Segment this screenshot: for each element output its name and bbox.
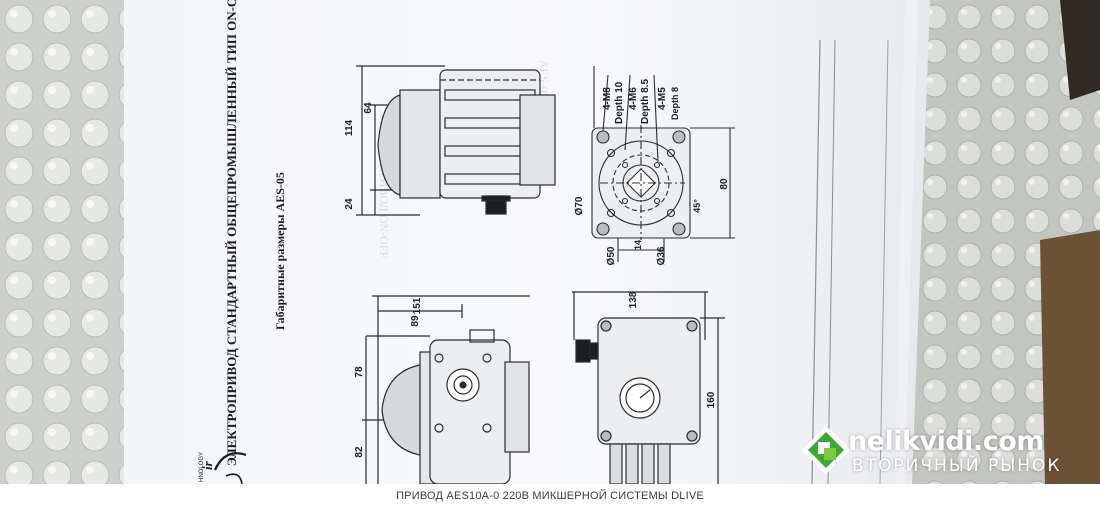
dim-151: 151 bbox=[412, 297, 423, 314]
drawing-top-view bbox=[356, 65, 556, 216]
hole-m6-depth-label: Depth 8.5 bbox=[640, 79, 651, 124]
watermark: nelikvidi.com ВТОРИЧНЫЙ РЫНОК bbox=[800, 424, 1080, 478]
hole-m5-depth-label: Depth 8 bbox=[670, 87, 680, 120]
dim-14: 14 bbox=[633, 240, 643, 250]
dim-d50: Ø50 bbox=[606, 246, 617, 265]
logo-text: ir bbox=[200, 460, 215, 470]
hole-m8-depth-label: Depth 10 bbox=[614, 81, 625, 124]
dim-114: 114 bbox=[344, 119, 355, 136]
dim-80: 80 bbox=[719, 178, 730, 190]
hole-m5-label: 4-M5 bbox=[657, 87, 668, 110]
photo-scene: ЭЛЕКТРОПРИВОД ON-OFF AES-05 AES-10 bbox=[0, 0, 1100, 484]
watermark-brand: nelikvidi.com bbox=[848, 426, 1044, 457]
caption-bar: ПРИВОД AES10A-0 220В МИКШЕРНОЙ СИСТЕМЫ D… bbox=[0, 484, 1100, 508]
hole-m8-label: 4-M8 bbox=[602, 87, 613, 110]
drawing-side-view bbox=[362, 295, 530, 484]
nelikvidi-logo-icon bbox=[802, 426, 850, 474]
document-logo: ir HNOLOGY bbox=[199, 452, 247, 484]
watermark-subtitle: ВТОРИЧНЫЙ РЫНОК bbox=[852, 456, 1062, 476]
dim-64: 64 bbox=[363, 102, 374, 114]
drawing-flange-view bbox=[591, 66, 735, 262]
product-photo: ЭЛЕКТРОПРИВОД ON-OFF AES-05 AES-10 bbox=[0, 0, 1100, 484]
drawing-front-view bbox=[572, 291, 725, 484]
dim-d70: Ø70 bbox=[574, 196, 585, 215]
dim-78: 78 bbox=[354, 366, 365, 378]
dim-82: 82 bbox=[354, 446, 365, 458]
image-caption: ПРИВОД AES10A-0 220В МИКШЕРНОЙ СИСТЕМЫ D… bbox=[396, 490, 704, 502]
hole-m6-label: 4-M6 bbox=[628, 87, 639, 110]
logo-subtext: HNOLOGY bbox=[199, 452, 205, 482]
dim-24: 24 bbox=[344, 198, 355, 210]
dim-89: 89 bbox=[410, 315, 421, 327]
dim-160: 160 bbox=[706, 391, 717, 408]
document-main-title: ЭЛЕКТРОПРИВОД СТАНДАРТНЫЙ ОБЩЕПРОМЫШЛЕНН… bbox=[224, 0, 239, 466]
dim-d36: Ø36 bbox=[656, 246, 667, 265]
dim-138: 138 bbox=[628, 291, 639, 308]
document-subtitle: Габаритные размеры AES-05 bbox=[273, 172, 287, 330]
dim-45-angle: 45° bbox=[692, 199, 702, 213]
document-sheet bbox=[124, 0, 905, 484]
